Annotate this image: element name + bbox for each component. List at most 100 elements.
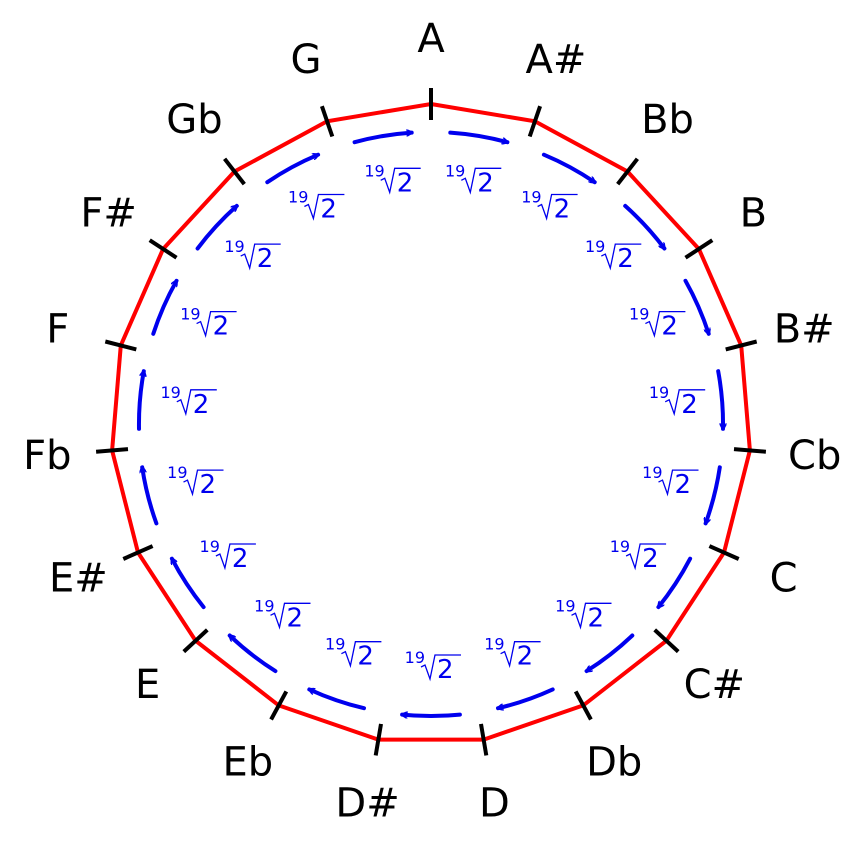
step-arrow [541,152,595,185]
note-label: F [46,307,69,353]
step-arrow [309,687,366,711]
note-label: A [417,16,445,62]
radical-sign [215,543,256,571]
step-arrow [656,556,693,607]
tick-mark [104,339,137,352]
note-label: C [770,556,798,602]
radicand: 2 [617,244,634,274]
step-arrow [587,633,635,674]
root-index: 19 [642,463,662,482]
tick-mark [573,690,593,721]
radical-sign [270,602,311,630]
root-index: 19 [224,237,244,256]
radicand: 2 [257,244,274,274]
tick-mark [148,238,178,260]
tick-mark [320,105,335,138]
radical-sign [664,389,706,417]
tick-mark [527,105,542,138]
radical-sign [537,193,578,221]
root-index: 19 [364,161,384,180]
radicand: 2 [287,603,304,633]
root-index: 19 [521,188,541,207]
root-index: 19 [160,383,180,402]
step-arrow [169,559,206,610]
radicand: 2 [517,642,534,672]
root-index: 19 [405,648,425,667]
root-index: 19 [325,635,345,654]
step-arrows [136,130,723,716]
step-arrow [142,465,159,526]
root-index: 19 [585,237,605,256]
radical-sign [658,469,699,497]
note-label: Eb [222,740,273,786]
tick-mark [733,447,767,454]
root-index: 19 [200,537,220,556]
radicand: 2 [588,603,605,633]
root-index: 19 [254,596,274,615]
tick-mark [684,238,714,260]
note-label: D [479,781,510,827]
radical-sign [176,389,217,417]
step-arrow [448,130,507,143]
radical-sign [420,654,461,682]
tick-mark [479,723,489,756]
radical-sign [196,310,237,338]
note-label: B# [774,307,835,353]
radicand: 2 [320,195,337,225]
note-label: A# [526,37,587,83]
root-index: 19 [610,537,630,556]
radicand: 2 [193,390,210,420]
root-index: 19 [629,305,649,324]
radical-sign [461,167,502,195]
note-label: E# [49,556,108,602]
tick-mark [653,628,680,654]
radicand: 2 [397,168,414,198]
step-arrow [230,636,278,674]
tick-marks [95,88,767,756]
tick-mark [725,339,758,352]
note-label: Fb [23,433,71,479]
tick-mark [122,544,154,561]
tick-mark [616,157,639,186]
note-label: B [740,190,767,236]
radical-sign [500,641,541,669]
step-arrow [498,687,555,708]
root-index: 19 [484,635,504,654]
step-arrow [265,152,318,185]
step-arrow [136,371,144,431]
step-ratio-label: 19 2 [288,188,345,225]
root-index: 19 [288,188,308,207]
radical-sign [341,641,382,669]
step-ratio-label: 19 2 [521,188,578,225]
tick-mark [269,690,289,721]
step-ratio-label: 19 2 [585,237,642,274]
step-arrow [400,715,462,716]
root-index: 19 [555,596,575,615]
root-index: 19 [180,305,200,324]
step-arrow [623,203,667,249]
radicand: 2 [477,168,494,198]
radicand: 2 [675,470,692,500]
root-index: 19 [167,463,187,482]
step-ratio-label: 19 2 [364,161,421,198]
step-ratio-label: 19 2 [484,635,541,672]
radicand: 2 [554,195,571,225]
radical-sign [601,243,642,271]
step-ratio-label: 19 2 [642,463,699,500]
tick-mark [223,157,246,186]
note-label: Cb [788,433,841,479]
step-ratio-label: 19 2 [160,383,217,420]
step-ratio-label: 19 2 [555,596,612,633]
step-arrow [352,133,414,145]
tick-mark [708,544,740,561]
